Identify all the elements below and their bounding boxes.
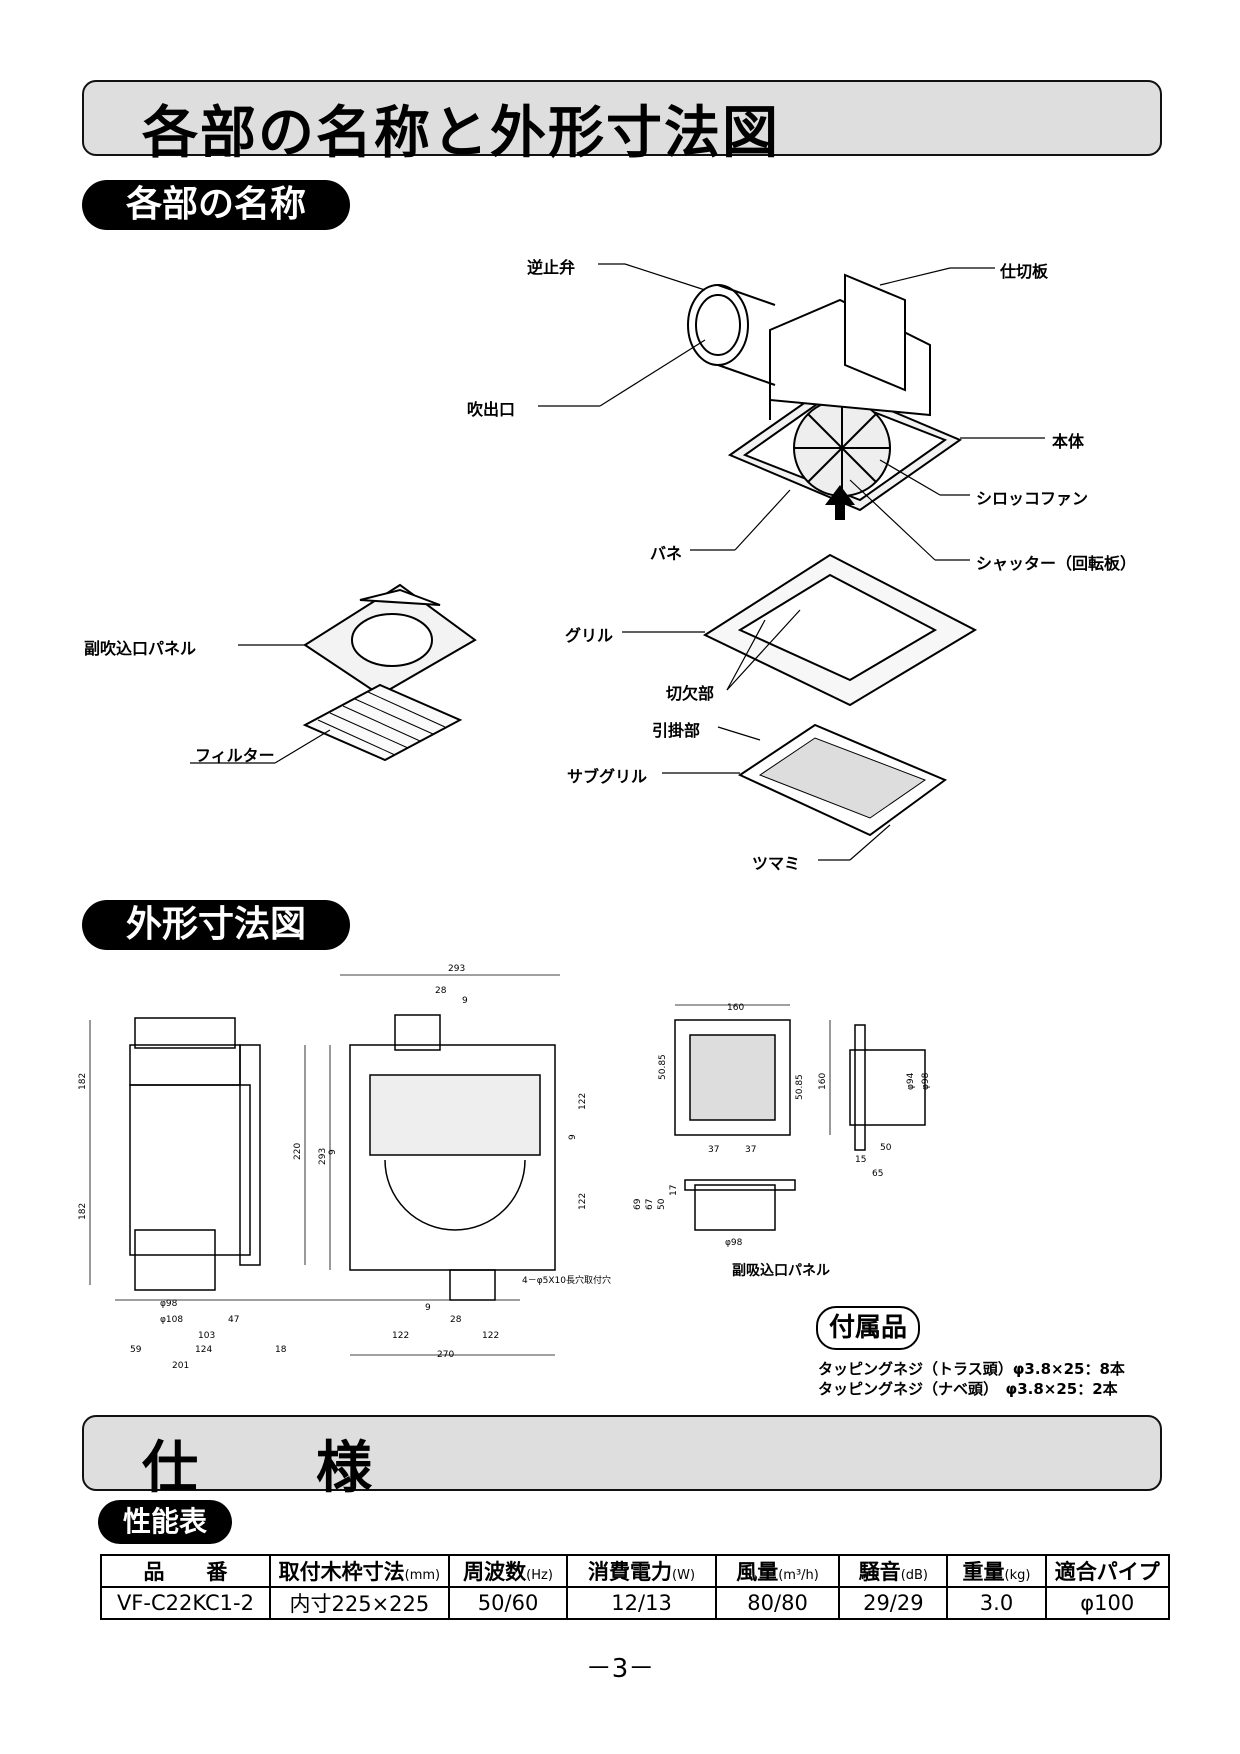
dim-124: 124 bbox=[195, 1345, 212, 1355]
dim-65: 65 bbox=[872, 1169, 883, 1179]
dim-160: 160 bbox=[727, 1003, 744, 1013]
cell-airflow: 80/80 bbox=[714, 1586, 841, 1620]
sub-inlet-panel-drawing bbox=[303, 583, 477, 697]
dim-9: 9 bbox=[462, 996, 468, 1006]
dim-28: 28 bbox=[435, 986, 447, 996]
cell-frequency: 50/60 bbox=[447, 1586, 569, 1620]
cell-pipe: φ100 bbox=[1044, 1586, 1171, 1620]
label-outlet: 吹出口 bbox=[467, 400, 516, 419]
header-weight: 重量(kg) bbox=[946, 1554, 1047, 1588]
dim-220: 220 bbox=[293, 1143, 303, 1160]
fan-body-drawing bbox=[687, 273, 963, 512]
dim-28-b: 28 bbox=[450, 1315, 462, 1325]
dim-122-a: 122 bbox=[578, 1093, 588, 1110]
dim-122-d: 122 bbox=[482, 1331, 499, 1341]
cell-weight: 3.0 bbox=[946, 1586, 1047, 1620]
section-dims-heading: 外形寸法図 bbox=[82, 900, 350, 950]
dim-201: 201 bbox=[172, 1361, 189, 1371]
header-noise: 騒音(dB) bbox=[838, 1554, 949, 1588]
page-number: －3－ bbox=[585, 1654, 655, 1684]
dim-37-b: 37 bbox=[745, 1145, 756, 1155]
dim-182-a: 182 bbox=[78, 1073, 88, 1090]
dim-122-b: 122 bbox=[578, 1193, 588, 1210]
page-title: 各部の名称と外形寸法図 bbox=[142, 101, 780, 166]
dim-9-c: 9 bbox=[568, 1134, 578, 1140]
grille-drawing bbox=[702, 553, 978, 707]
dim-phi94: φ94 bbox=[906, 1072, 916, 1090]
cell-power: 12/13 bbox=[566, 1586, 717, 1620]
label-body: 本体 bbox=[1052, 432, 1085, 451]
label-hook: 引掛部 bbox=[652, 721, 701, 740]
label-partition: 仕切板 bbox=[1000, 262, 1049, 281]
dim-160-v: 160 bbox=[818, 1073, 828, 1090]
title-banner: 各部の名称と外形寸法図 bbox=[82, 80, 1162, 166]
header-pipe: 適合パイプ bbox=[1044, 1554, 1171, 1588]
dim-67: 67 bbox=[645, 1199, 655, 1210]
dim-50-b: 50 bbox=[657, 1198, 667, 1210]
dim-phi98-c: φ98 bbox=[725, 1238, 743, 1248]
dim-9-b: 9 bbox=[328, 1149, 338, 1155]
accessories-line-1: タッピングネジ（トラス頭）φ3.8×25：8本 bbox=[818, 1360, 1125, 1378]
dim-17: 17 bbox=[669, 1185, 679, 1196]
dim-122-c: 122 bbox=[392, 1331, 409, 1341]
filter-drawing bbox=[302, 683, 463, 762]
dim-47: 47 bbox=[228, 1315, 239, 1325]
accessories-line-2: タッピングネジ（ナベ頭） φ3.8×25：2本 bbox=[818, 1380, 1118, 1398]
spec-banner: 仕 様 bbox=[82, 1415, 1162, 1501]
dim-phi108: φ108 bbox=[160, 1315, 183, 1325]
label-sub-inlet-panel: 副吹込口パネル bbox=[84, 639, 197, 658]
header-airflow: 風量(m³/h) bbox=[714, 1554, 841, 1588]
sub-panel-caption: 副吸込口パネル bbox=[732, 1263, 830, 1279]
table-row: VF-C22KC1-2 内寸225×225 50/60 12/13 80/80 … bbox=[100, 1586, 1171, 1620]
dim-18: 18 bbox=[275, 1345, 287, 1355]
label-sirocco-fan: シロッコファン bbox=[976, 489, 1089, 508]
dim-hole-note: 4－φ5X10長穴取付穴 bbox=[522, 1274, 611, 1286]
dim-37-a: 37 bbox=[708, 1145, 719, 1155]
cell-noise: 29/29 bbox=[838, 1586, 949, 1620]
dim-59: 59 bbox=[130, 1345, 142, 1355]
label-sub-grille: サブグリル bbox=[567, 767, 648, 786]
dim-phi98: φ98 bbox=[160, 1299, 178, 1309]
dim-69: 69 bbox=[633, 1198, 643, 1210]
cell-model: VF-C22KC1-2 bbox=[100, 1586, 271, 1620]
label-check-valve: 逆止弁 bbox=[527, 258, 576, 277]
label-notch: 切欠部 bbox=[666, 684, 715, 703]
sub-grille-drawing bbox=[737, 723, 948, 837]
header-frame: 取付木枠寸法(mm) bbox=[268, 1554, 450, 1588]
label-grille: グリル bbox=[565, 626, 614, 645]
table-header-row: 品 番 取付木枠寸法(mm) 周波数(Hz) 消費電力(W) 風量(m³/h) … bbox=[100, 1554, 1171, 1588]
perf-heading: 性能表 bbox=[98, 1500, 232, 1544]
section-parts-heading: 各部の名称 bbox=[82, 180, 350, 230]
dim-270: 270 bbox=[437, 1350, 454, 1360]
header-frequency: 周波数(Hz) bbox=[447, 1554, 569, 1588]
dim-15: 15 bbox=[855, 1155, 866, 1165]
header-model: 品 番 bbox=[100, 1554, 271, 1588]
accessories-title: 付属品 bbox=[816, 1306, 920, 1350]
dim-50-85-b: 50.85 bbox=[795, 1074, 805, 1100]
spec-title: 仕 様 bbox=[142, 1436, 374, 1501]
label-spring: バネ bbox=[650, 544, 683, 563]
label-filter: フィルター bbox=[195, 746, 275, 765]
cell-frame: 内寸225×225 bbox=[268, 1586, 450, 1620]
dim-293-v: 293 bbox=[318, 1148, 328, 1165]
dim-182-b: 182 bbox=[78, 1203, 88, 1220]
label-shutter: シャッター（回転板） bbox=[976, 554, 1137, 573]
dim-9-d: 9 bbox=[425, 1303, 431, 1313]
dim-phi98-b: φ98 bbox=[921, 1072, 931, 1090]
dim-293: 293 bbox=[448, 964, 465, 974]
dim-50-85-a: 50.85 bbox=[658, 1054, 668, 1080]
performance-table: 品 番 取付木枠寸法(mm) 周波数(Hz) 消費電力(W) 風量(m³/h) … bbox=[100, 1554, 1171, 1620]
dim-103: 103 bbox=[198, 1331, 215, 1341]
header-power: 消費電力(W) bbox=[566, 1554, 717, 1588]
dim-50: 50 bbox=[880, 1143, 892, 1153]
label-knob: ツマミ bbox=[752, 854, 801, 873]
